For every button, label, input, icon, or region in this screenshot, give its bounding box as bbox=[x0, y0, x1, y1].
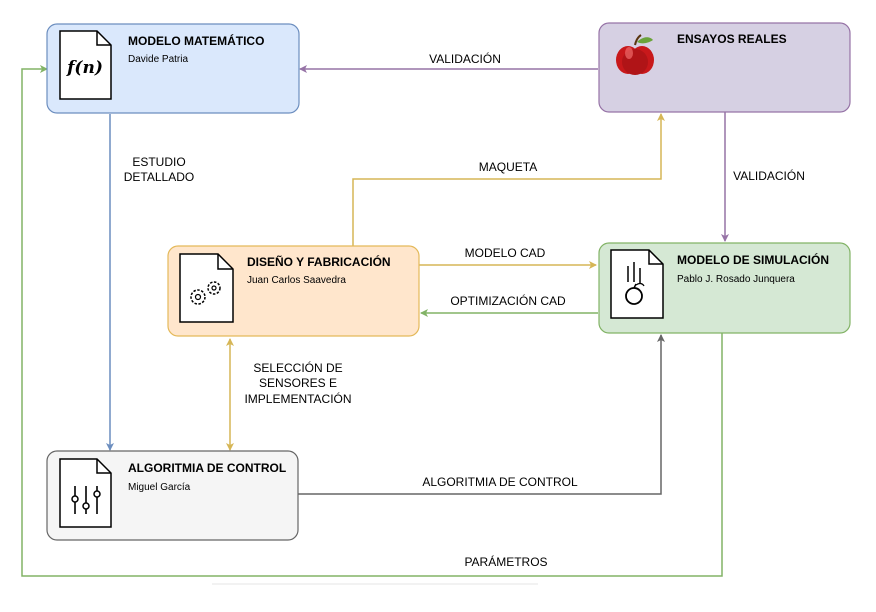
sliders-document-icon bbox=[59, 458, 112, 528]
label-maqueta: MAQUETA bbox=[479, 160, 537, 174]
label-modelo-cad: MODELO CAD bbox=[465, 246, 546, 260]
label-seleccion-line2: SENSORES E bbox=[259, 376, 337, 390]
edge-maqueta bbox=[352, 113, 665, 246]
edge-parametros bbox=[21, 65, 723, 577]
node-title: ENSAYOS REALES bbox=[677, 32, 787, 46]
label-algoritmia-control: ALGORITMIA DE CONTROL bbox=[422, 475, 578, 489]
node-author: Pablo J. Rosado Junquera bbox=[677, 274, 795, 285]
node-modelo-matematico: f(n) MODELO MATEMÁTICO Davide Patria bbox=[46, 23, 300, 114]
svg-text:f(n): f(n) bbox=[66, 58, 103, 78]
node-title: MODELO MATEMÁTICO bbox=[128, 33, 264, 48]
label-validacion-top: VALIDACIÓN bbox=[429, 51, 501, 66]
apple-icon bbox=[616, 34, 654, 75]
node-author: Miguel García bbox=[128, 482, 191, 493]
node-ensayos-reales: ENSAYOS REALES bbox=[598, 22, 851, 113]
function-document-icon: f(n) bbox=[59, 30, 112, 100]
node-title: ALGORITMIA DE CONTROL bbox=[128, 461, 286, 475]
label-estudio-line1: ESTUDIO bbox=[132, 155, 185, 169]
edge-algoritmia-control bbox=[298, 334, 665, 495]
label-estudio-line2: DETALLADO bbox=[124, 170, 194, 184]
label-seleccion-line1: SELECCIÓN DE bbox=[253, 360, 342, 375]
node-title: MODELO DE SIMULACIÓN bbox=[677, 252, 829, 267]
node-modelo-simulacion: MODELO DE SIMULACIÓN Pablo J. Rosado Jun… bbox=[598, 242, 851, 334]
node-author: Davide Patria bbox=[128, 54, 188, 65]
node-title: DISEÑO Y FABRICACIÓN bbox=[247, 254, 391, 269]
node-author: Juan Carlos Saavedra bbox=[247, 275, 346, 286]
gears-document-icon bbox=[179, 253, 234, 323]
label-parametros: PARÁMETROS bbox=[464, 554, 547, 569]
node-diseno-fabricacion: DISEÑO Y FABRICACIÓN Juan Carlos Saavedr… bbox=[167, 245, 420, 337]
label-optimizacion-cad: OPTIMIZACIÓN CAD bbox=[450, 293, 566, 308]
label-validacion-right: VALIDACIÓN bbox=[733, 168, 805, 183]
label-seleccion-line3: IMPLEMENTACIÓN bbox=[244, 391, 351, 406]
falling-apple-document-icon bbox=[610, 249, 664, 319]
node-algoritmia-control: ALGORITMIA DE CONTROL Miguel García bbox=[46, 450, 299, 541]
